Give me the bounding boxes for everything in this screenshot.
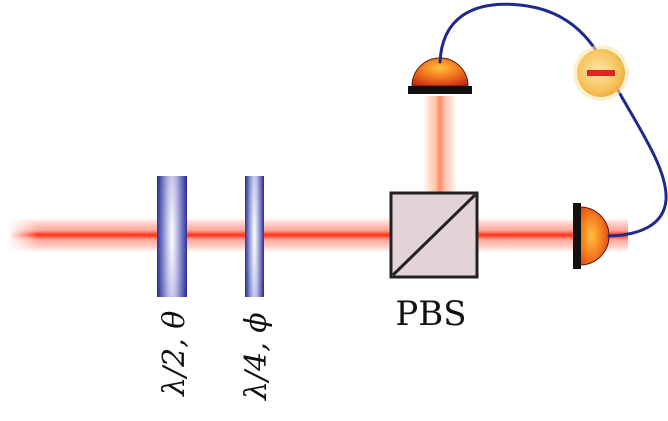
photodetector-top bbox=[408, 57, 472, 94]
beam-splitter-label: PBS bbox=[395, 294, 466, 334]
laser-beam-horizontal bbox=[8, 218, 628, 252]
half-wave-plate-label: λ/2, θ bbox=[157, 311, 192, 397]
signal-subtractor bbox=[573, 45, 629, 101]
quarter-wave-plate-label: λ/4, ϕ bbox=[239, 312, 274, 401]
photodetector-right bbox=[573, 203, 610, 269]
quarter-wave-plate bbox=[245, 176, 264, 297]
laser-beam-vertical bbox=[423, 96, 457, 194]
polarizing-beam-splitter bbox=[389, 191, 479, 279]
half-wave-plate bbox=[157, 176, 187, 297]
minus-sign-icon bbox=[587, 70, 615, 76]
